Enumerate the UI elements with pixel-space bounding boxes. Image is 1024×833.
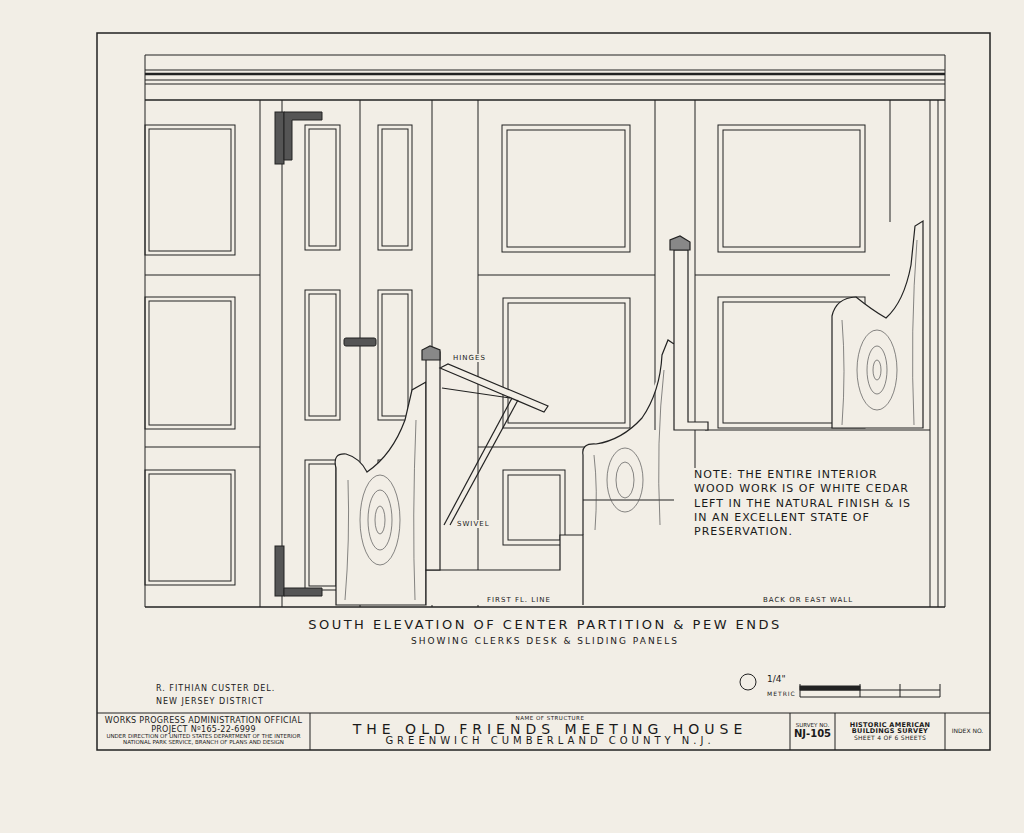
- cell-text: SHEET 4 OF 6 SHEETS: [854, 735, 926, 741]
- cell-text: GREENWICH CUMBERLAND COUNTY N.J.: [385, 736, 714, 747]
- level-label: FIRST FL. LINE: [486, 596, 552, 604]
- cell-text: INDEX NO.: [952, 728, 984, 734]
- callout-label: SWIVEL: [456, 520, 491, 528]
- cell-text: WORKS PROGRESS ADMINISTRATION OFFICIAL P…: [100, 717, 307, 734]
- drawing-subtitle: SHOWING CLERKS DESK & SLIDING PANELS: [145, 636, 945, 647]
- scale-label: METRIC: [766, 690, 797, 697]
- survey-number-cell: SURVEY NO.NJ-105: [790, 713, 835, 750]
- drawing-title: SOUTH ELEVATION OF CENTER PARTITION & PE…: [145, 617, 945, 633]
- district-label: NEW JERSEY DISTRICT: [155, 697, 265, 707]
- wall-label: BACK OR EAST WALL: [762, 596, 854, 604]
- title-block-cell: WORKS PROGRESS ADMINISTRATION OFFICIAL P…: [97, 713, 310, 750]
- cell-text: NJ-105: [794, 729, 831, 740]
- index-cell: INDEX NO.: [945, 713, 990, 750]
- survey-cell: HISTORIC AMERICAN BUILDINGS SURVEYSHEET …: [835, 713, 945, 750]
- cell-text: THE OLD FRIENDS MEETING HOUSE: [353, 722, 748, 737]
- delineator: R. FITHIAN CUSTER DEL.: [155, 684, 276, 694]
- drawing-note: NOTE: THE ENTIRE INTERIOR WOOD WORK IS O…: [693, 468, 913, 539]
- callout-label: HINGES: [452, 354, 487, 362]
- scale-label: 1/4": [766, 674, 787, 685]
- title-block-cell: NAME OF STRUCTURETHE OLD FRIENDS MEETING…: [310, 713, 790, 750]
- cell-text: UNDER DIRECTION OF UNITED STATES DEPARTM…: [100, 734, 307, 746]
- cell-text: HISTORIC AMERICAN BUILDINGS SURVEY: [838, 722, 942, 736]
